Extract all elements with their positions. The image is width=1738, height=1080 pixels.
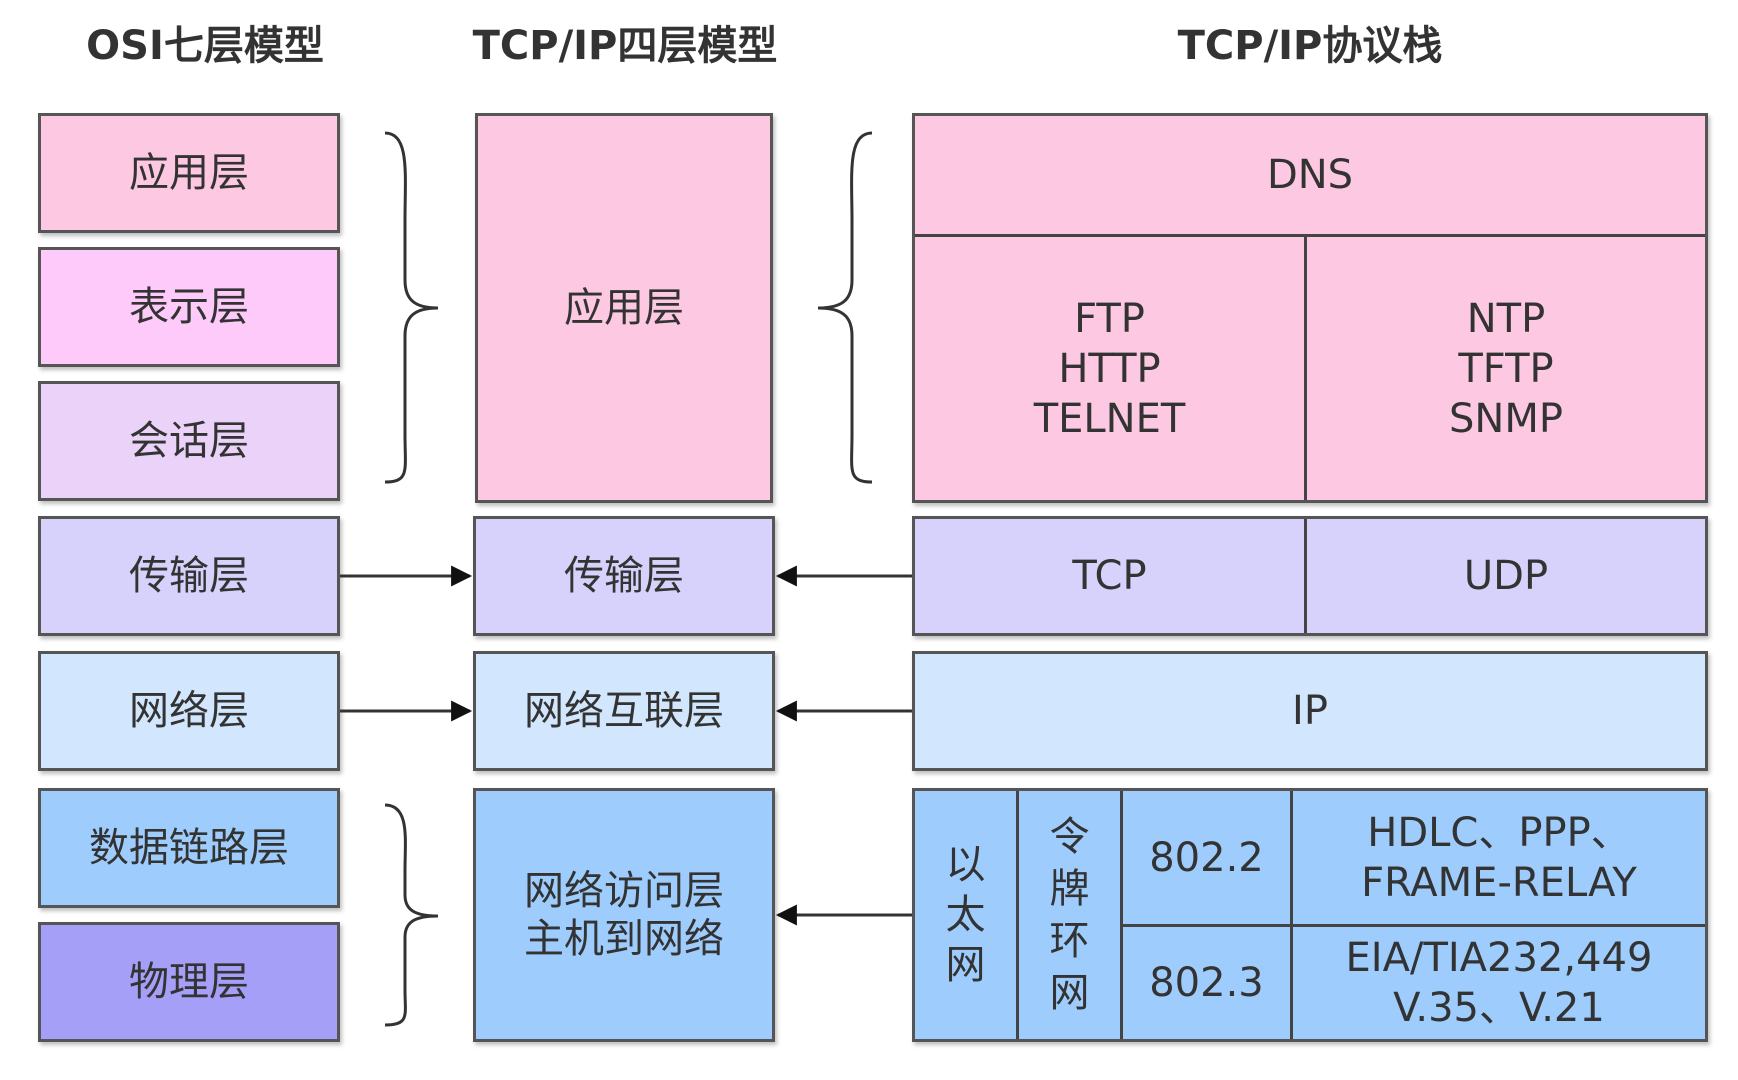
network-access-protocols-block: 以 太 网 令 牌 环 网 802.2 802.3 HDLC、PPP、 FRAM… (912, 788, 1708, 1042)
osi-network-layer: 网络层 (38, 651, 340, 771)
dns-protocol: DNS (1266, 152, 1354, 198)
osi-lower-layers-brace (384, 803, 439, 1027)
osi-physical-layer: 物理层 (38, 922, 340, 1042)
token-ring-char-3: 环 (1049, 918, 1090, 964)
osi-presentation-layer: 表示层 (38, 247, 340, 367)
ethernet-divider (1016, 791, 1019, 1039)
ftp-protocol: FTP (1074, 295, 1145, 342)
application-protocols-brace (817, 131, 873, 484)
host-to-network-label: 主机到网络 (524, 916, 724, 962)
ieee-802-3: 802.3 (1149, 960, 1264, 1006)
application-protocols-block: DNS FTP HTTP TELNET NTP TFTP SNMP (912, 113, 1708, 503)
frame-relay-label: FRAME-RELAY (1361, 859, 1637, 906)
osi-upper-layers-brace (384, 131, 439, 484)
link-row-divider (1120, 924, 1705, 927)
ieee-divider (1290, 791, 1293, 1039)
osi-session-layer: 会话层 (38, 381, 340, 501)
token-ring-char-4: 网 (1049, 970, 1090, 1016)
osi-model-heading: OSI七层模型 (86, 23, 324, 69)
dns-divider (915, 234, 1705, 237)
token-ring-protocol: 令 牌 环 网 (1019, 791, 1120, 1039)
wan-link-protocols: HDLC、PPP、 FRAME-RELAY (1293, 791, 1705, 924)
token-ring-char-1: 令 (1049, 814, 1090, 860)
tcpip-application-layer: 应用层 (475, 113, 773, 503)
ntp-protocol: NTP (1466, 295, 1546, 342)
ethernet-protocol: 以 太 网 (915, 791, 1016, 1039)
tcp-protocol: TCP (1072, 553, 1147, 599)
snmp-protocol: SNMP (1449, 395, 1563, 442)
v35-v21-label: V.35、V.21 (1393, 985, 1605, 1031)
udp-protocol: UDP (1463, 553, 1549, 599)
tcpip-transport-layer: 传输层 (473, 516, 775, 636)
ethernet-char-2: 太 (945, 892, 986, 938)
ethernet-char-1: 以 (945, 842, 986, 888)
tftp-protocol: TFTP (1458, 345, 1554, 392)
app-protocols-right: NTP TFTP SNMP (1307, 237, 1705, 500)
osi-data-link-layer: 数据链路层 (38, 788, 340, 908)
ethernet-char-3: 网 (945, 942, 986, 988)
physical-interface-standards: EIA/TIA232,449 V.35、V.21 (1293, 927, 1705, 1039)
telnet-protocol: TELNET (1033, 395, 1186, 442)
transport-divider (1304, 519, 1307, 633)
eia-tia-label: EIA/TIA232,449 (1345, 935, 1653, 981)
tcpip-four-layer-heading: TCP/IP四层模型 (472, 23, 778, 69)
http-protocol: HTTP (1058, 345, 1161, 392)
token-ring-divider (1120, 791, 1123, 1039)
ieee-802-2: 802.2 (1149, 834, 1264, 881)
transport-protocols-block: TCP UDP (912, 516, 1708, 636)
app-protocols-divider (1304, 234, 1307, 500)
tcpip-protocol-stack-heading: TCP/IP协议栈 (1177, 23, 1443, 69)
token-ring-char-2: 牌 (1049, 866, 1090, 912)
hdlc-ppp-label: HDLC、PPP、 (1367, 809, 1631, 856)
network-access-label: 网络访问层 (524, 868, 724, 914)
app-protocols-left: FTP HTTP TELNET (915, 237, 1304, 500)
ip-protocol: IP (912, 651, 1708, 771)
osi-transport-layer: 传输层 (38, 516, 340, 636)
tcpip-internet-layer: 网络互联层 (473, 651, 775, 771)
tcpip-network-access-layer: 网络访问层 主机到网络 (473, 788, 775, 1042)
osi-application-layer: 应用层 (38, 113, 340, 233)
